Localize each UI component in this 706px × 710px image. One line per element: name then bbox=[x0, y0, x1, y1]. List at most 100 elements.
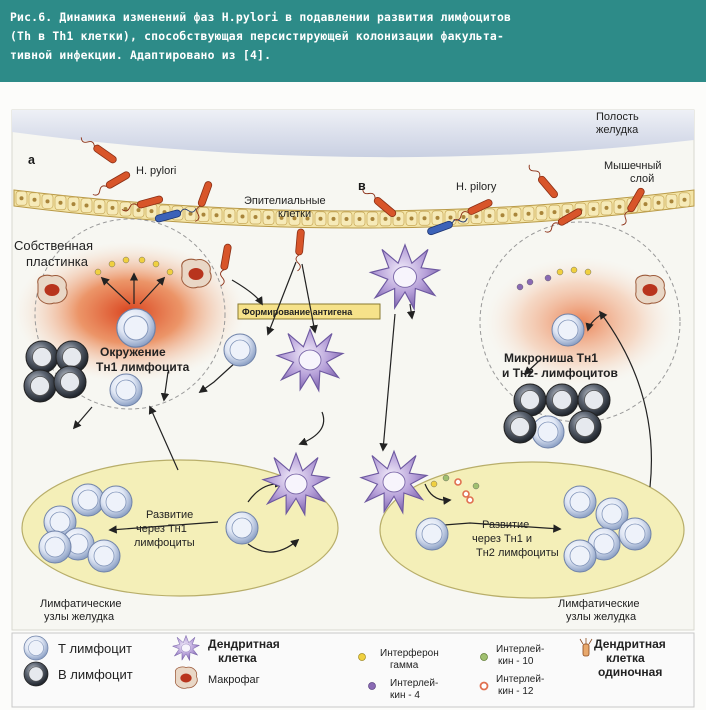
cytokine-dot bbox=[454, 478, 462, 486]
epithelial-cell-nucleus bbox=[552, 210, 557, 215]
epithelial-cell-nucleus bbox=[253, 215, 258, 220]
lymph-nodes-left-label-2: узлы желудка bbox=[44, 611, 115, 623]
th1-environment-label-2: Тн1 лимфоцита bbox=[96, 360, 190, 374]
epithelial-cell-nucleus bbox=[292, 216, 297, 221]
epithelial-cell-nucleus bbox=[305, 216, 310, 221]
epithelial-cell-nucleus bbox=[58, 200, 63, 205]
legend-il4-2: кин - 4 bbox=[390, 690, 420, 701]
cytokine-dot bbox=[94, 268, 102, 276]
legend-il10-1: Интерлей- bbox=[496, 644, 544, 655]
development-th1-th2-label-3: Тн2 лимфоциты bbox=[476, 547, 559, 559]
epithelial-cell-nucleus bbox=[565, 209, 570, 214]
legend-t-cell-icon bbox=[23, 635, 49, 661]
epithelial-cell-nucleus bbox=[331, 216, 336, 221]
macrophage bbox=[181, 258, 212, 289]
cytokine-dot bbox=[472, 482, 480, 490]
legend-box bbox=[11, 632, 695, 708]
caption-line-2: (Th в Th1 клетки), способствующая персис… bbox=[10, 29, 505, 43]
cytokine-dot bbox=[166, 268, 174, 276]
epithelial-cell-nucleus bbox=[136, 208, 141, 213]
cytokine-dot bbox=[526, 278, 534, 286]
cytokine-dot bbox=[430, 480, 438, 488]
epithelial-cell-nucleus bbox=[474, 214, 479, 219]
epithelial-cell-nucleus bbox=[682, 197, 687, 202]
epithelial-label-1: Эпителиальные bbox=[244, 195, 326, 207]
epithelial-cell-nucleus bbox=[201, 212, 206, 217]
legend-ifn-2: гамма bbox=[390, 660, 419, 671]
epithelial-cell-nucleus bbox=[357, 217, 362, 221]
epithelial-cell-nucleus bbox=[448, 215, 453, 220]
epithelial-cell-nucleus bbox=[266, 215, 271, 220]
legend-il10-2: кин - 10 bbox=[498, 656, 534, 667]
epithelial-cell-nucleus bbox=[383, 216, 388, 221]
cytokine-dot bbox=[138, 256, 146, 264]
legend-il12-dot bbox=[479, 681, 489, 691]
epithelial-cell-nucleus bbox=[513, 212, 518, 217]
epithelial-cell-nucleus bbox=[669, 199, 674, 204]
legend: Т лимфоцит В лимфоцит Дендритная клетка … bbox=[11, 632, 695, 708]
epithelial-cell-nucleus bbox=[188, 211, 193, 216]
h-pylori-label-b: H. pilory bbox=[456, 181, 497, 193]
epithelial-cell-nucleus bbox=[71, 202, 76, 207]
epithelial-cell-nucleus bbox=[500, 213, 505, 218]
epithelial-cell-nucleus bbox=[45, 199, 50, 204]
epithelial-cell-nucleus bbox=[539, 210, 544, 215]
legend-il4-dot bbox=[368, 682, 376, 690]
epithelial-cell-nucleus bbox=[240, 214, 245, 219]
epithelial-cell-nucleus bbox=[604, 205, 609, 210]
epithelial-cell-nucleus bbox=[396, 216, 401, 221]
epithelial-cell-nucleus bbox=[318, 216, 323, 221]
epithelial-cell-nucleus bbox=[591, 207, 596, 212]
microniche-label-1: Микрониша Тн1 bbox=[504, 351, 598, 365]
legend-single-dc-icon bbox=[579, 638, 593, 657]
legend-il4-1: Интерлей- bbox=[390, 678, 438, 689]
cytokine-dot bbox=[516, 283, 524, 291]
epithelial-cell-nucleus bbox=[97, 204, 102, 209]
development-th1-th2-label-1: Развитие bbox=[482, 519, 529, 531]
macrophage bbox=[37, 274, 68, 305]
lamina-propria-label-2: пластинка bbox=[26, 254, 89, 269]
legend-single-dc-1: Дендритная bbox=[594, 637, 666, 651]
legend-il12-2: кин - 12 bbox=[498, 686, 534, 697]
legend-dendritic-1: Дендритная bbox=[208, 637, 280, 651]
lymph-node-right bbox=[379, 461, 685, 599]
epithelial-cell-nucleus bbox=[279, 215, 284, 220]
cytokine-dot bbox=[466, 496, 474, 504]
epithelial-cell-nucleus bbox=[656, 200, 661, 205]
cytokine-dot bbox=[442, 474, 450, 482]
microniche-label-2: и Тн2- лимфоцитов bbox=[502, 366, 618, 380]
epithelial-cell-nucleus bbox=[123, 207, 128, 212]
legend-single-dc-2: клетка bbox=[606, 651, 645, 665]
epithelial-cell-nucleus bbox=[110, 205, 115, 210]
antigen-formation-label: Формирование антигена bbox=[242, 307, 353, 317]
epithelial-cell-nucleus bbox=[526, 211, 531, 216]
lymph-nodes-right-label-1: Лимфатические bbox=[558, 598, 639, 610]
epithelial-cell-nucleus bbox=[32, 197, 37, 202]
legend-single-dc-3: одиночная bbox=[598, 665, 662, 679]
caption-line-3: тивной инфекции. Адаптировано из [4]. bbox=[10, 48, 272, 62]
cytokine-dot bbox=[570, 266, 578, 274]
stomach-cavity-label-1: Полость bbox=[596, 111, 639, 123]
lymph-nodes-right-label-2: узлы желудка bbox=[566, 611, 637, 623]
epithelial-label-2: клетки bbox=[278, 208, 311, 220]
stomach-cavity-region bbox=[12, 110, 694, 158]
cytokine-dot bbox=[584, 268, 592, 276]
epithelial-cell-nucleus bbox=[461, 215, 466, 220]
legend-b-cell-icon bbox=[23, 661, 49, 687]
muscle-layer-label-1: Мышечный bbox=[604, 160, 662, 172]
epithelial-cell-nucleus bbox=[643, 202, 648, 207]
legend-macrophage: Макрофаг bbox=[208, 674, 260, 686]
h-pylori-label-a: H. pylori bbox=[136, 165, 176, 177]
epithelial-cell-nucleus bbox=[19, 196, 24, 201]
legend-dendritic-2: клетка bbox=[218, 651, 257, 665]
development-th1-label-1: Развитие bbox=[146, 509, 193, 521]
development-th1-label-2: через Тн1 bbox=[136, 523, 187, 535]
cytokine-dot bbox=[108, 260, 116, 268]
immune-diagram: а в Полость желудка Мышечный слой H. pyl… bbox=[11, 109, 695, 708]
epithelial-cell-nucleus bbox=[435, 215, 440, 220]
epithelial-cell-nucleus bbox=[409, 216, 414, 221]
development-th1-th2-label-2: через Тн1 и bbox=[472, 533, 532, 545]
th1-environment-border bbox=[34, 218, 226, 410]
figure-caption: Рис.6. Динамика изменений фаз H.pylori в… bbox=[0, 0, 706, 82]
legend-il10-dot bbox=[480, 653, 488, 661]
